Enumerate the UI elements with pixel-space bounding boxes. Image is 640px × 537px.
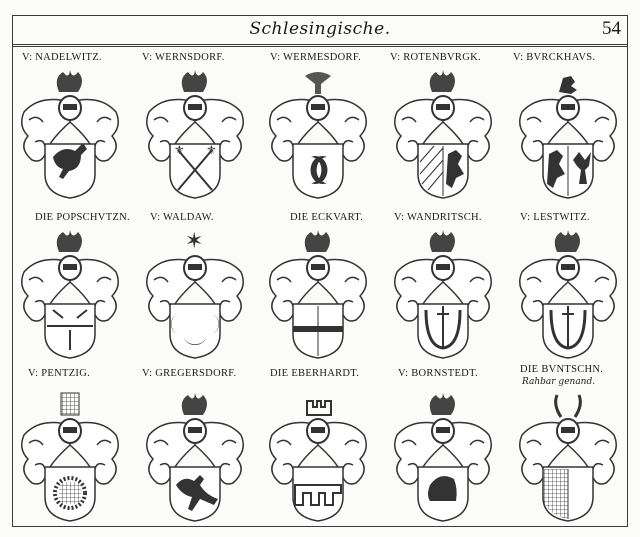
- coat-of-arms: [15, 385, 125, 525]
- svg-text:⚜: ⚜: [206, 143, 217, 157]
- charge-icon: [176, 475, 218, 511]
- crest-icon: [554, 394, 582, 418]
- coat-of-arms: [513, 62, 623, 202]
- coat-of-arms: [513, 385, 623, 525]
- crest-icon: [56, 70, 82, 92]
- page-title: Schlesingische.: [249, 19, 391, 39]
- helmet-icon: [556, 418, 580, 444]
- crest-icon: [305, 72, 331, 94]
- coat-of-arms: [15, 222, 125, 362]
- coat-of-arms: [263, 62, 373, 202]
- mantling-icon: [146, 258, 244, 322]
- label-bornstedt: V: BORNSTEDT.: [398, 368, 478, 379]
- crest-icon: [304, 230, 330, 252]
- helmet-icon: [58, 418, 82, 444]
- charge-icon: [424, 306, 462, 350]
- label-eberhardt: DIE EBERHARDT.: [270, 368, 360, 379]
- page-frame: Schlesingische. 54: [12, 15, 628, 527]
- charge-icon: [549, 306, 587, 350]
- coat-of-arms: [263, 222, 373, 362]
- label-gregersdorf: V: GREGERSDORF.: [142, 368, 237, 379]
- label-wernsdorf: V: WERNSDORF.: [142, 52, 225, 63]
- label-burckhaus: V: BVRCKHAVS.: [513, 52, 596, 63]
- charge-icon: [310, 156, 328, 184]
- sublabel-rahbar: Rahbar genand.: [522, 377, 596, 387]
- label-lestwitz: V: LESTWITZ.: [520, 212, 590, 223]
- page-header: Schlesingische. 54: [13, 16, 627, 47]
- mantling-icon: [21, 98, 119, 162]
- charge-icon: [293, 306, 343, 356]
- coat-of-arms: [388, 385, 498, 525]
- helmet-icon: [183, 95, 207, 121]
- helmet-icon: [556, 255, 580, 281]
- crest-icon: [429, 230, 455, 252]
- helmet-icon: [431, 95, 455, 121]
- helmet-icon: [306, 255, 330, 281]
- label-nadelwitz: V: NADELWITZ.: [22, 52, 102, 63]
- mantling-icon: [394, 421, 492, 485]
- mantling-icon: [394, 258, 492, 322]
- mantling-icon: [519, 98, 617, 162]
- coat-of-arms: ⚜⚜: [140, 62, 250, 202]
- charge-icon: [47, 309, 93, 350]
- crest-icon: ✶: [185, 229, 203, 254]
- mantling-icon: [519, 258, 617, 322]
- helmet-icon: [306, 95, 330, 121]
- helmet-icon: [556, 95, 580, 121]
- svg-text:✶: ✶: [185, 229, 203, 254]
- helmet-icon: [306, 418, 330, 444]
- label-wermesdorf: V: WERMESDORF.: [270, 52, 362, 63]
- crest-icon: [56, 230, 82, 252]
- charge-icon: [428, 476, 457, 501]
- coat-of-arms: [15, 62, 125, 202]
- helmet-icon: [183, 418, 207, 444]
- charge-icon: [53, 143, 87, 179]
- crest-icon: [559, 76, 577, 94]
- charge-icon: [547, 146, 591, 196]
- helmet-icon: [431, 255, 455, 281]
- mantling-icon: [146, 421, 244, 485]
- crest-icon: [181, 393, 207, 415]
- helmet-icon: [431, 418, 455, 444]
- helmet-icon: [58, 95, 82, 121]
- crest-icon: [429, 393, 455, 415]
- crest-icon: [60, 392, 80, 416]
- mantling-icon: [146, 98, 244, 162]
- label-waldaw: V: WALDAW.: [150, 212, 214, 223]
- charge-icon: [53, 476, 87, 510]
- page-number: 54: [602, 18, 621, 39]
- charge-icon: [294, 484, 342, 506]
- label-buntschn: DIE BVNTSCHN.: [520, 364, 604, 375]
- svg-text:⚜: ⚜: [174, 143, 185, 157]
- crest-icon: [429, 70, 455, 92]
- crest-icon: [554, 230, 580, 252]
- coat-of-arms: [263, 385, 373, 525]
- shield-icon: [169, 303, 221, 359]
- shield-icon: [292, 143, 344, 199]
- charge-icon: [419, 145, 464, 196]
- coat-of-arms: [140, 385, 250, 525]
- charge-icon: [543, 469, 569, 519]
- label-eckvart: DIE ECKVART.: [290, 212, 364, 223]
- coat-of-arms: [513, 222, 623, 362]
- coat-of-arms: [388, 222, 498, 362]
- label-rotenburgk: V: ROTENBVRGK.: [390, 52, 481, 63]
- coat-of-arms: [388, 62, 498, 202]
- crest-icon: [306, 400, 332, 416]
- mantling-icon: [21, 421, 119, 485]
- label-popschutzn: DIE POPSCHVTZN.: [35, 212, 130, 223]
- crest-icon: [181, 70, 207, 92]
- helmet-icon: [183, 255, 207, 281]
- charge-icon: ⚜⚜: [174, 143, 217, 191]
- label-wandritsch: V: WANDRITSCH.: [394, 212, 482, 223]
- coat-of-arms: ✶: [140, 222, 250, 362]
- helmet-icon: [58, 255, 82, 281]
- label-pentzig: V: PENTZIG.: [28, 368, 91, 379]
- mantling-icon: [269, 258, 367, 322]
